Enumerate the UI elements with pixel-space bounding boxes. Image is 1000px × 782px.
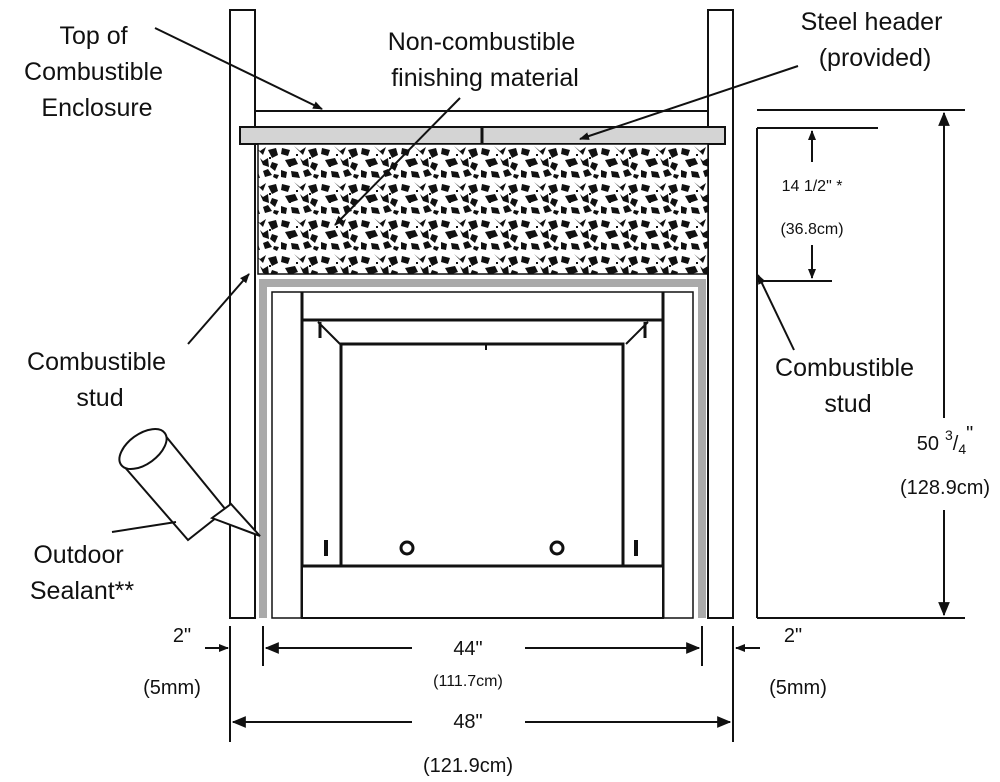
dim-inner-width-imperial: 44" (453, 638, 482, 660)
firebox (339, 342, 625, 568)
label-sealant: Outdoor Sealant** (30, 541, 135, 605)
label-non-combustible: Non-combustible finishing material (388, 28, 583, 92)
dim-header-height-metric: (36.8cm) (780, 221, 843, 238)
right-stud (707, 9, 734, 619)
firebox-knob-right (549, 540, 565, 556)
dim-inner-width-metric: (111.7cm) (433, 673, 503, 690)
label-stud-left: Combustible stud (27, 348, 173, 412)
firebox-knob-left (399, 540, 415, 556)
sealant-tube-icon (118, 428, 261, 542)
dim-left-gap-imperial: 2" (173, 625, 191, 647)
dim-right-gap-metric: (5mm) (769, 677, 827, 699)
dim-total-height-metric: (128.9cm) (900, 477, 990, 499)
dim-header-height-imperial: 14 1/2" * (782, 178, 843, 195)
dim-right-gap-imperial: 2" (784, 625, 802, 647)
dim-outer-width-metric: (121.9cm) (423, 755, 513, 777)
dim-left-gap-metric: (5mm) (143, 677, 201, 699)
label-stud-right: Combustible stud (775, 354, 921, 418)
non-combustible-finish (257, 143, 709, 275)
fireplace-outer-frame (259, 279, 706, 618)
label-top-enclosure: Top of Combustible Enclosure (24, 22, 170, 122)
firebox-base (301, 565, 664, 619)
label-steel-header: Steel header (provided) (801, 8, 950, 72)
dim-outer-width-imperial: 48" (453, 711, 482, 733)
